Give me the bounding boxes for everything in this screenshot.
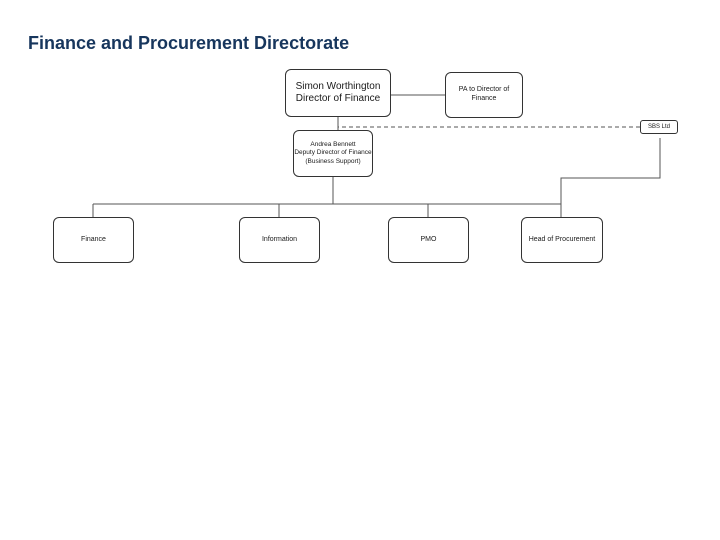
pa-label: PA to Director of Finance xyxy=(458,86,510,102)
sbs-node[interactable]: SBS Ltd xyxy=(640,120,678,134)
procurement-label: Head of Procurement xyxy=(528,235,596,243)
information-label: Information xyxy=(261,235,298,243)
deputy-name: Andrea Bennett xyxy=(310,141,356,149)
page-title: Finance and Procurement Directorate xyxy=(28,33,350,53)
information-node[interactable]: Information xyxy=(239,217,320,263)
director-name: Simon Worthington xyxy=(295,80,381,92)
deputy-role: Deputy Director of Finance (Business Sup… xyxy=(294,149,372,165)
connector-procurement-bracket xyxy=(560,138,661,204)
pa-node[interactable]: PA to Director of Finance xyxy=(445,72,523,118)
pmo-label: PMO xyxy=(420,235,437,243)
deputy-director-node[interactable]: Andrea Bennett Deputy Director of Financ… xyxy=(293,130,373,177)
connector-director-sbs xyxy=(337,117,640,128)
director-role: Director of Finance xyxy=(295,93,381,104)
finance-node[interactable]: Finance xyxy=(53,217,134,263)
director-of-finance-node[interactable]: Simon Worthington Director of Finance xyxy=(285,69,391,117)
sbs-label: SBS Ltd xyxy=(647,124,670,130)
pmo-node[interactable]: PMO xyxy=(388,217,469,263)
head-of-procurement-node[interactable]: Head of Procurement xyxy=(521,217,603,263)
finance-label: Finance xyxy=(81,235,106,243)
